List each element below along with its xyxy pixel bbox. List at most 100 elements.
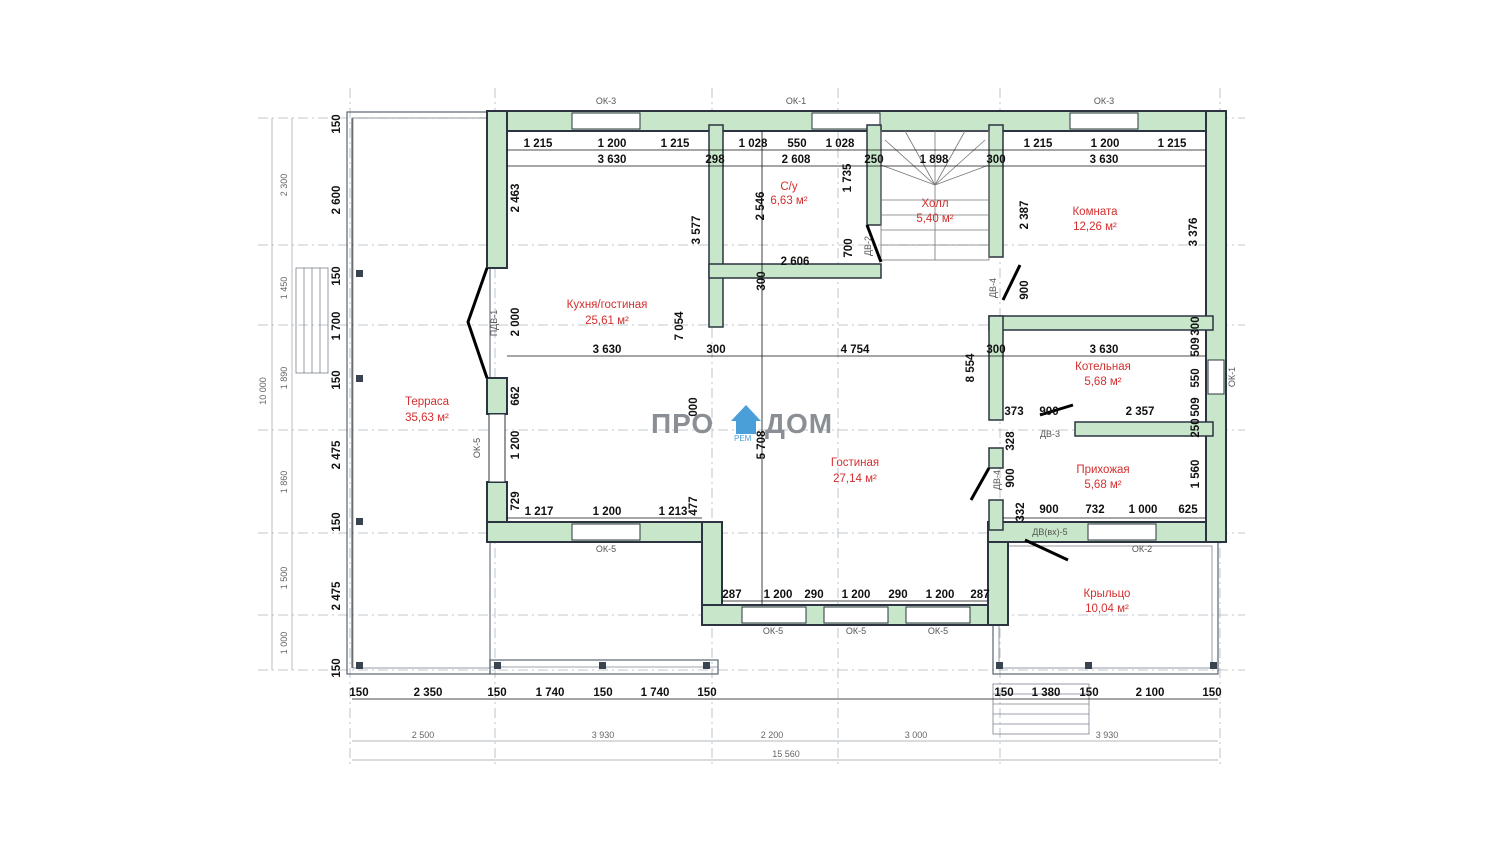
dimension-interior: 2 357 xyxy=(1126,406,1155,418)
tag-ok2: ОК-2 xyxy=(1132,544,1152,554)
dimension-top-row2: 1 898 xyxy=(920,154,949,166)
room-area-living: 27,14 м² xyxy=(833,473,877,485)
room-name-hall: Холл xyxy=(921,198,948,210)
tag-ok5-b1: ОК-5 xyxy=(763,626,783,636)
dimension-bottom-row1: 150 xyxy=(593,687,612,699)
logo-sub-text: РЕМ xyxy=(734,434,752,443)
dimension-lines xyxy=(271,118,1218,761)
logo-left-text: ПРО xyxy=(651,408,714,439)
dimension-interior: 509 xyxy=(1190,397,1202,416)
dimension-bottom-row1: 1 380 xyxy=(1032,687,1061,699)
element-tags: ОК-3 ОК-1 ОК-3 ОК-5 ОК-5 ОК-5 ОК-5 ОК-2 … xyxy=(472,96,1237,636)
dimension-left-axis: 1 890 xyxy=(279,367,289,390)
dimension-interior: 732 xyxy=(1085,504,1104,516)
dimension-bottom-row1: 2 100 xyxy=(1136,687,1165,699)
room-area-kitchen: 25,61 м² xyxy=(585,315,629,327)
dimension-interior: 2 606 xyxy=(781,256,810,268)
dimension-interior: 300 xyxy=(756,271,768,290)
dimension-interior: 5 708 xyxy=(756,430,768,459)
dimension-top-row2: 3 630 xyxy=(1090,154,1119,166)
porch-frame xyxy=(992,539,1219,735)
room-area-boiler: 5,68 м² xyxy=(1084,376,1121,388)
dimension-top-row1: 1 215 xyxy=(1024,138,1053,150)
dimension-bottom-axis: 3 930 xyxy=(1096,730,1119,740)
dimension-interior: 1 200 xyxy=(842,589,871,601)
tag-ok1-top: ОК-1 xyxy=(786,96,806,106)
dimension-interior: 3 577 xyxy=(691,216,703,245)
room-area-entry: 5,68 м² xyxy=(1084,479,1121,491)
dimension-interior: 8 554 xyxy=(965,353,977,382)
room-name-terrace: Терраса xyxy=(405,396,450,408)
tag-dv4-bottom: ДВ-4 xyxy=(992,470,1002,490)
dimension-interior: 7 054 xyxy=(674,311,686,340)
dimension-left-main: 2 475 xyxy=(331,581,343,610)
dimension-interior: 1 200 xyxy=(510,431,522,460)
dimension-interior: 3 630 xyxy=(1090,344,1119,356)
dimension-interior: 373 xyxy=(1004,406,1023,418)
tag-pdv1: ПДВ-1 xyxy=(489,310,499,337)
stairs xyxy=(880,130,990,261)
tag-dv3: ДВ-3 xyxy=(1040,429,1060,439)
room-area-hall: 5,40 м² xyxy=(916,213,953,225)
dimension-interior: 1 560 xyxy=(1190,460,1202,489)
dimension-bottom-row1: 150 xyxy=(349,687,368,699)
dimension-top-row1: 1 215 xyxy=(524,138,553,150)
dimension-interior: 509 xyxy=(1190,337,1202,356)
house-icon xyxy=(731,405,761,434)
tag-dv4-top: ДВ-4 xyxy=(988,278,998,298)
dimension-interior: 1 000 xyxy=(1129,504,1158,516)
tag-ok5-b2: ОК-5 xyxy=(846,626,866,636)
dimension-top-row1: 1 200 xyxy=(598,138,627,150)
room-name-porch: Крыльцо xyxy=(1084,588,1131,600)
terrace-frame xyxy=(295,111,719,675)
dimension-interior: 729 xyxy=(510,491,522,510)
dimension-interior: 1 200 xyxy=(926,589,955,601)
dimension-bottom-row1: 150 xyxy=(1079,687,1098,699)
tag-ok5-left: ОК-5 xyxy=(472,438,482,458)
dimension-interior: 2 546 xyxy=(755,192,767,221)
dimension-interior: 1 213 xyxy=(659,506,688,518)
dimension-bottom-row1: 2 350 xyxy=(414,687,443,699)
dimension-interior: 4 754 xyxy=(841,344,870,356)
dimension-interior: 900 xyxy=(1005,468,1017,487)
dimension-bottom-axis: 2 500 xyxy=(412,730,435,740)
room-name-boiler: Котельная xyxy=(1075,361,1131,373)
dimension-top-row1: 1 028 xyxy=(739,138,768,150)
dimension-interior: 700 xyxy=(843,238,855,257)
dimension-interior: 287 xyxy=(970,589,989,601)
dimension-top-row1: 1 215 xyxy=(1158,138,1187,150)
dimension-left-main: 1 700 xyxy=(331,312,343,341)
room-area-bath: 6,63 м² xyxy=(770,195,807,207)
dimension-bottom-row1: 150 xyxy=(487,687,506,699)
dimension-interior: 3 376 xyxy=(1188,218,1200,247)
logo: ПРО РЕМ ДОМ xyxy=(651,405,833,443)
dimension-interior: 2 387 xyxy=(1019,201,1031,230)
room-name-kitchen: Кухня/гостиная xyxy=(567,299,648,311)
dimension-top-row1: 1 200 xyxy=(1091,138,1120,150)
room-area-bedroom: 12,26 м² xyxy=(1073,221,1117,233)
dimension-interior: 3 630 xyxy=(593,344,622,356)
dimension-top-row2: 250 xyxy=(864,154,883,166)
dimension-interior: 662 xyxy=(510,386,522,405)
dimension-top-row2: 300 xyxy=(986,154,1005,166)
dimension-top-row1: 1 215 xyxy=(661,138,690,150)
dimension-interior: 1 735 xyxy=(842,163,854,192)
doors xyxy=(466,224,1074,562)
dimension-bottom-row1: 150 xyxy=(1202,687,1221,699)
dimension-interior: 328 xyxy=(1005,431,1017,451)
dimension-top-row2: 3 630 xyxy=(598,154,627,166)
logo-right-text: ДОМ xyxy=(765,408,833,439)
room-area-terrace: 35,63 м² xyxy=(405,412,449,424)
dimension-interior: 287 xyxy=(722,589,741,601)
dimension-bottom-row1: 1 740 xyxy=(641,687,670,699)
dimension-left-150: 150 xyxy=(331,114,343,133)
dimension-left-axis: 1 500 xyxy=(279,567,289,590)
dimension-interior: 1 217 xyxy=(525,506,554,518)
dimension-interior: 2 000 xyxy=(510,308,522,337)
dimension-left-main: 2 600 xyxy=(331,186,343,215)
dimension-interior: 250 xyxy=(1190,418,1202,437)
